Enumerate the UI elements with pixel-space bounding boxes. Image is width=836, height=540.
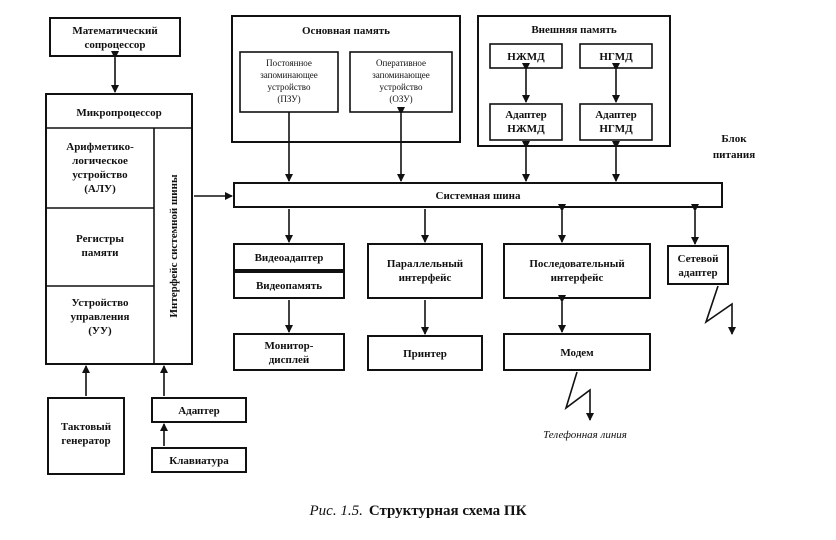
network-line-zigzag bbox=[704, 285, 736, 335]
parallel-interface-block: Параллельный интерфейс bbox=[367, 243, 483, 299]
system-bus-block: Системная шина bbox=[233, 182, 723, 208]
rom-block: Постоянное запоминающее устройство (ПЗУ) bbox=[239, 51, 339, 113]
serial-interface-block: Последовательный интерфейс bbox=[503, 243, 651, 299]
rom-line4: (ПЗУ) bbox=[277, 94, 300, 104]
serial-interface-line1: Последовательный bbox=[529, 258, 625, 270]
video-memory-block: Видеопамять bbox=[233, 271, 345, 299]
hdd-adapter-block: Адаптер НЖМД bbox=[489, 103, 563, 141]
fdd-adapter-block: Адаптер НГМД bbox=[579, 103, 653, 141]
printer-block: Принтер bbox=[367, 335, 483, 371]
power-supply-line2: питания bbox=[713, 149, 755, 161]
alu-line4: (АЛУ) bbox=[84, 183, 116, 195]
main-memory-label: Основная память bbox=[302, 25, 390, 37]
modem-block: Модем bbox=[503, 333, 651, 371]
clock-generator-line1: Тактовый bbox=[61, 421, 112, 433]
monitor-line1: Монитор- bbox=[265, 340, 314, 352]
power-supply-line1: Блок bbox=[721, 133, 747, 145]
fdd-label: НГМД bbox=[599, 51, 633, 63]
video-adapter-label: Видеоадаптер bbox=[255, 252, 324, 264]
keyboard-adapter-block: Адаптер bbox=[151, 397, 247, 423]
ram-line4: (ОЗУ) bbox=[389, 94, 412, 104]
alu-line1: Арифметико- bbox=[66, 141, 134, 153]
modem-label: Модем bbox=[560, 347, 594, 359]
power-supply-block: Блок питания bbox=[713, 133, 755, 161]
ram-line3: устройство bbox=[380, 82, 423, 92]
figure-caption: Рис. 1.5. Структурная схема ПК bbox=[309, 503, 527, 519]
hdd-block: НЖМД bbox=[489, 43, 563, 69]
math-coprocessor-line1: Математический bbox=[72, 25, 158, 37]
alu-line3: устройство bbox=[72, 169, 128, 181]
control-unit-line1: Устройство bbox=[72, 297, 129, 309]
keyboard-block: Клавиатура bbox=[151, 447, 247, 473]
ram-block: Оперативное запоминающее устройство (ОЗУ… bbox=[349, 51, 453, 113]
fdd-block: НГМД bbox=[579, 43, 653, 69]
registers-line1: Регистры bbox=[76, 233, 124, 245]
external-memory-label: Внешняя память bbox=[531, 24, 617, 36]
caption-prefix: Рис. 1.5. bbox=[309, 503, 363, 519]
control-unit-line3: (УУ) bbox=[88, 325, 112, 337]
printer-label: Принтер bbox=[403, 348, 447, 360]
hdd-label: НЖМД bbox=[507, 51, 545, 63]
clock-generator-block: Тактовый генератор bbox=[47, 397, 125, 475]
clock-generator-line2: генератор bbox=[61, 435, 110, 447]
phone-line-label: Телефонная линия bbox=[543, 429, 627, 441]
phone-line-zigzag bbox=[564, 371, 594, 421]
parallel-interface-line2: интерфейс bbox=[399, 272, 452, 284]
microprocessor-block: Микропроцессор Арифметико- логическое ус… bbox=[45, 93, 193, 365]
control-unit-line2: управления bbox=[71, 311, 130, 323]
math-coprocessor-line2: сопроцессор bbox=[84, 39, 145, 51]
caption-title: Структурная схема ПК bbox=[369, 503, 527, 519]
system-bus-label: Системная шина bbox=[436, 190, 521, 202]
bus-interface-label: Интерфейс системной шины bbox=[168, 174, 180, 318]
fdd-adapter-line2: НГМД bbox=[599, 123, 633, 135]
microprocessor-label: Микропроцессор bbox=[76, 107, 161, 119]
fdd-adapter-line1: Адаптер bbox=[595, 109, 637, 121]
video-memory-label: Видеопамять bbox=[256, 280, 322, 292]
keyboard-label: Клавиатура bbox=[169, 455, 229, 467]
monitor-block: Монитор- дисплей bbox=[233, 333, 345, 371]
parallel-interface-line1: Параллельный bbox=[387, 258, 464, 270]
registers-line2: памяти bbox=[81, 247, 119, 259]
ram-line1: Оперативное bbox=[376, 58, 426, 68]
hdd-adapter-line2: НЖМД bbox=[507, 123, 545, 135]
math-coprocessor-block: Математический сопроцессор bbox=[49, 17, 181, 57]
rom-line2: запоминающее bbox=[260, 70, 318, 80]
video-adapter-block: Видеоадаптер bbox=[233, 243, 345, 271]
network-adapter-line1: Сетевой bbox=[678, 253, 720, 265]
hdd-adapter-line1: Адаптер bbox=[505, 109, 547, 121]
monitor-line2: дисплей bbox=[269, 354, 310, 366]
rom-line3: устройство bbox=[268, 82, 311, 92]
keyboard-adapter-label: Адаптер bbox=[178, 405, 220, 417]
alu-line2: логическое bbox=[72, 155, 128, 167]
network-adapter-block: Сетевой адаптер bbox=[667, 245, 729, 285]
ram-line2: запоминающее bbox=[372, 70, 430, 80]
rom-line1: Постоянное bbox=[266, 58, 312, 68]
serial-interface-line2: интерфейс bbox=[551, 272, 604, 284]
network-adapter-line2: адаптер bbox=[678, 267, 717, 279]
